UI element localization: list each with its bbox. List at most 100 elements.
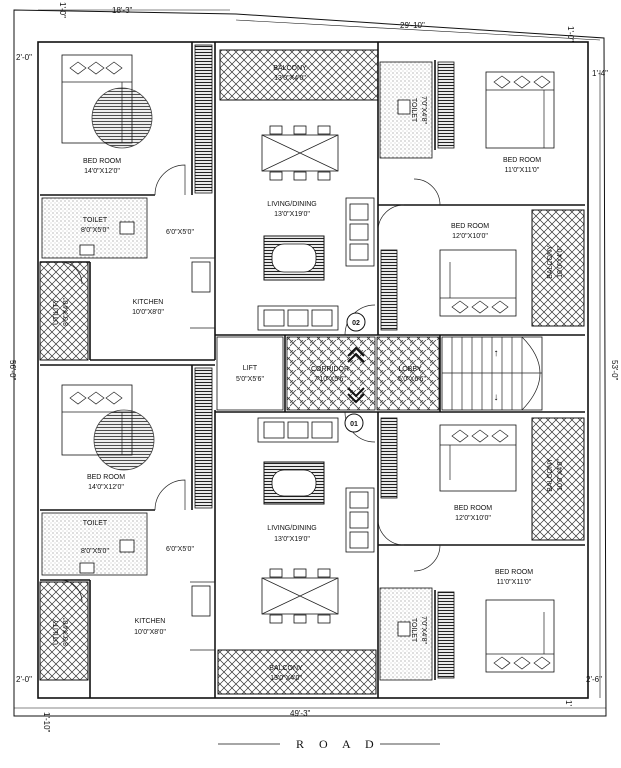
kitchen-counter (190, 581, 216, 651)
corridor-name: CORRIDOR (311, 366, 349, 373)
rug-icon (91, 87, 153, 149)
living-bottom-name: LIVING/DINING (267, 525, 316, 532)
passage-tl-size: 6'0"X5'0" (166, 229, 194, 236)
coffee-table-icon (263, 235, 325, 281)
lift-size: 5'0"X5'6" (236, 376, 264, 383)
dim-left-height: 56'-0" (8, 360, 17, 381)
toilet-bl-name: TOILET (83, 520, 108, 527)
passage-bl-size: 6'0"X5'0" (166, 546, 194, 553)
balcony-right-top-size: 10'0"X4'0" (557, 246, 564, 278)
wc-icon (119, 539, 135, 553)
kitchen-bottom-name: KITCHEN (135, 618, 166, 625)
dim-bottom-left-offset: 1'-10" (42, 712, 51, 733)
balcony-bottom-name: BALCONY (269, 665, 303, 672)
toilet-tr-name: TOILET (410, 98, 417, 123)
dim-top-left-width: 18'-3" (112, 6, 133, 15)
entry-arrow-icon (347, 346, 365, 363)
stair-up-arrow-icon: ↑ (494, 348, 499, 359)
living-top-name: LIVING/DINING (267, 201, 316, 208)
bed-icon (485, 71, 555, 149)
wardrobe-tr (437, 61, 455, 149)
wc-icon (119, 221, 135, 235)
bed-bl-size: 14'0"X12'0" (88, 484, 124, 491)
sofa-icon (345, 197, 375, 267)
utility-top (39, 261, 89, 361)
kitchen-counter (190, 257, 216, 329)
toilet-br-size: 7'0"X4'8" (420, 616, 427, 644)
dim-right-top-offset: 1'-4" (592, 69, 608, 78)
wardrobe-mid-bottom (380, 417, 398, 499)
balcony-right-top (531, 209, 585, 327)
lobby-size: 5'0"X6'6" (398, 376, 426, 383)
utility-bottom-size: 8'0"X4'0" (63, 618, 70, 646)
flat-02-label: 02 (352, 320, 360, 327)
utility-top-size: 8'0"X4'0" (63, 298, 70, 326)
road-label: R O A D (296, 737, 380, 751)
wc-icon (397, 99, 411, 115)
bed-mid-bottom-name: BED ROOM (454, 505, 492, 512)
wardrobe-br (437, 591, 455, 679)
bed-icon (485, 599, 555, 673)
dim-left-top-offset: 2'-0" (16, 53, 32, 62)
utility-top-name: UTILITY (53, 299, 60, 325)
utility-bottom-name: UTILITY (53, 619, 60, 645)
balcony-right-bottom-size: 10'0"X4'0" (557, 459, 564, 491)
stair-down-arrow-icon: ↓ (494, 392, 499, 403)
staircase (441, 336, 543, 411)
rug-icon (93, 409, 155, 471)
wardrobe-tl (194, 44, 213, 194)
flat-01-marker (344, 413, 364, 433)
bed-tr-size: 11'0"X11'0" (505, 167, 540, 174)
dining-table-icon (261, 568, 339, 624)
balcony-bottom (217, 649, 377, 695)
wc-icon (397, 621, 411, 637)
coffee-table-icon (263, 461, 325, 505)
balcony-top-size: 13'0"X4'0" (274, 75, 306, 82)
kitchen-top-size: 10'0"X8'0" (132, 309, 164, 316)
bed-tl-name: BED ROOM (83, 158, 121, 165)
flat-01-label: 01 (350, 421, 358, 428)
corridor-floor (286, 336, 376, 411)
flat-02-marker (346, 312, 366, 332)
bed-mid-bottom-size: 12'0"X10'0" (455, 515, 491, 522)
toilet-bl-size: 8'0"X5'0" (81, 548, 109, 555)
bed-tr-name: BED ROOM (503, 157, 541, 164)
bed-tl-size: 14'0"X12'0" (84, 168, 120, 175)
bed-bl-name: BED ROOM (87, 474, 125, 481)
washbasin-icon (79, 244, 95, 256)
living-top-size: 13'0"X19'0" (274, 211, 310, 218)
dim-top-right-offset: 1'-0" (566, 26, 575, 42)
toilet-br-name: TOILET (410, 618, 417, 643)
dim-bottom-right-offset: 1' (564, 700, 573, 706)
lobby-floor (376, 336, 440, 411)
balcony-right-bottom (531, 417, 585, 541)
bed-icon (439, 424, 517, 492)
dim-right-bottom-offset: 2'-6" (586, 675, 602, 684)
toilet-tl-size: 8'0"X5'0" (81, 227, 109, 234)
wardrobe-bl (194, 367, 213, 509)
bed-br-size: 11'0"X11'0" (497, 579, 532, 586)
sofa-icon (257, 417, 339, 443)
balcony-right-top-name: BALCONY (547, 245, 554, 279)
balcony-right-bottom-name: BALCONY (547, 458, 554, 492)
toilet-tl-name: TOILET (83, 217, 108, 224)
dining-table-icon (261, 125, 339, 181)
toilet-tr-size: 7'0"X4'8" (420, 96, 427, 124)
lift-name: LIFT (243, 365, 258, 372)
bed-mid-top-size: 12'0"X10'0" (452, 233, 488, 240)
dim-top-left-offset: 1'-0" (58, 2, 67, 18)
bed-mid-top-name: BED ROOM (451, 223, 489, 230)
building-outline (37, 41, 589, 699)
dim-right-height: 53'-0" (610, 360, 619, 381)
utility-bottom (39, 581, 89, 681)
bed-br-name: BED ROOM (495, 569, 533, 576)
living-bottom-size: 13'0"X19'0" (274, 536, 310, 543)
corridor-size: 7'10"X5'6" (314, 376, 346, 383)
dim-left-bottom-offset: 2'-0" (16, 675, 32, 684)
entry-arrow-icon (347, 387, 365, 404)
lobby-name: LOBBY (398, 366, 422, 373)
lift-shaft (216, 336, 284, 411)
balcony-top-name: BALCONY (273, 65, 307, 72)
dim-bottom-width: 49'-3" (290, 709, 311, 718)
